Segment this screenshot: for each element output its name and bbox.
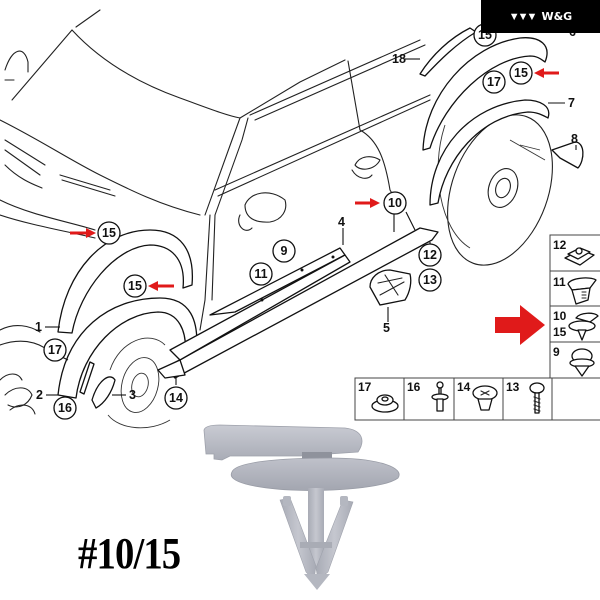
svg-text:9: 9	[281, 244, 288, 258]
grid-cell-13: 13	[506, 380, 545, 414]
svg-text:12: 12	[423, 248, 437, 262]
svg-text:10: 10	[553, 309, 567, 323]
grid-cell-14: 14	[457, 380, 498, 411]
screw-rivet-icon	[431, 381, 449, 412]
side-sill	[157, 227, 439, 379]
label-5: 5	[383, 321, 390, 335]
parts-grid-column: 12 11 10 15 9	[549, 234, 600, 379]
grid-cell-16: 16	[407, 380, 449, 412]
label-18: 18	[392, 52, 406, 66]
red-arrow-grid-highlight	[495, 305, 545, 345]
grid-cell-10-15: 10 15	[553, 309, 599, 341]
product-part-number: #10/15	[78, 529, 181, 578]
svg-text:11: 11	[553, 275, 566, 289]
part-6-arch-trim	[422, 37, 548, 151]
grid-cell-17: 17	[358, 380, 399, 413]
label-4: 4	[338, 215, 345, 229]
push-rivet-icon	[569, 348, 595, 377]
red-arrow-front-15-mid	[148, 281, 174, 291]
brand-name: W&G	[541, 10, 573, 23]
label-3: 3	[129, 388, 136, 402]
part-7-arch-trim	[429, 99, 550, 206]
svg-text:17: 17	[358, 380, 372, 394]
grid-cell-11: 11	[553, 275, 597, 305]
parts-grid-row: 17 16 14 13	[354, 377, 600, 421]
part-3-flap	[91, 376, 116, 409]
front-wheel-arch-trims	[57, 229, 198, 409]
callout-14-front: 14	[164, 386, 188, 410]
svg-text:16: 16	[58, 401, 72, 415]
callout-17-front: 17	[43, 338, 67, 362]
leaders	[45, 31, 577, 396]
callout-17-rear-arch: 17	[482, 70, 506, 94]
callout-9-sill: 9	[272, 239, 296, 263]
grid-cell-9: 9	[553, 345, 595, 377]
callout-15-front-top: 15	[97, 221, 121, 245]
part-1-arch-trim	[57, 229, 194, 334]
expansion-clip-icon	[567, 277, 597, 305]
trim-rivet-clip-icon	[568, 312, 599, 341]
label-1: 1	[35, 320, 42, 334]
clip-nut-icon	[564, 247, 595, 266]
svg-text:14: 14	[457, 380, 471, 394]
svg-text:14: 14	[169, 391, 183, 405]
svg-text:16: 16	[407, 380, 421, 394]
svg-text:17: 17	[48, 343, 62, 357]
part-8-bracket	[551, 141, 584, 169]
triple-chevron-logo-icon: ▼▼▼	[508, 10, 538, 23]
grid-cell-12: 12	[553, 238, 595, 266]
svg-text:15: 15	[128, 279, 142, 293]
label-7: 7	[568, 96, 575, 110]
callout-15-rear-arch: 15	[509, 61, 533, 85]
callout-12-sill: 12	[418, 243, 442, 267]
svg-text:10: 10	[388, 196, 402, 210]
trim-clip-photo	[203, 424, 400, 590]
svg-text:15: 15	[553, 325, 567, 339]
callout-13-sill: 13	[418, 268, 442, 292]
red-arrow-door-10	[355, 198, 380, 208]
brand-badge: ▼▼▼ W&G	[481, 0, 600, 33]
svg-text:15: 15	[102, 226, 116, 240]
rear-wheel-arch-trims	[419, 27, 584, 206]
screw-icon	[529, 382, 545, 414]
callout-16-front: 16	[53, 396, 77, 420]
svg-text:13: 13	[423, 273, 437, 287]
grommet-icon	[371, 394, 399, 413]
red-arrow-front-15-top	[70, 228, 96, 238]
car-body-outline	[0, 9, 553, 429]
screw-clip-icon	[472, 385, 498, 411]
callout-11-sill: 11	[249, 262, 273, 286]
callout-15-front-mid: 15	[123, 274, 147, 298]
label-8: 8	[571, 132, 578, 146]
part-14-bracket	[157, 359, 186, 379]
label-2: 2	[36, 388, 43, 402]
svg-text:15: 15	[514, 66, 528, 80]
svg-text:17: 17	[487, 75, 501, 89]
part-10-sill-cover	[164, 227, 439, 379]
red-arrow-rear-15	[534, 68, 559, 78]
part-5-block	[369, 269, 412, 306]
svg-text:11: 11	[254, 267, 267, 281]
callout-10-door: 10	[383, 191, 407, 215]
svg-text:9: 9	[553, 345, 560, 359]
svg-text:13: 13	[506, 380, 520, 394]
svg-text:12: 12	[553, 238, 567, 252]
